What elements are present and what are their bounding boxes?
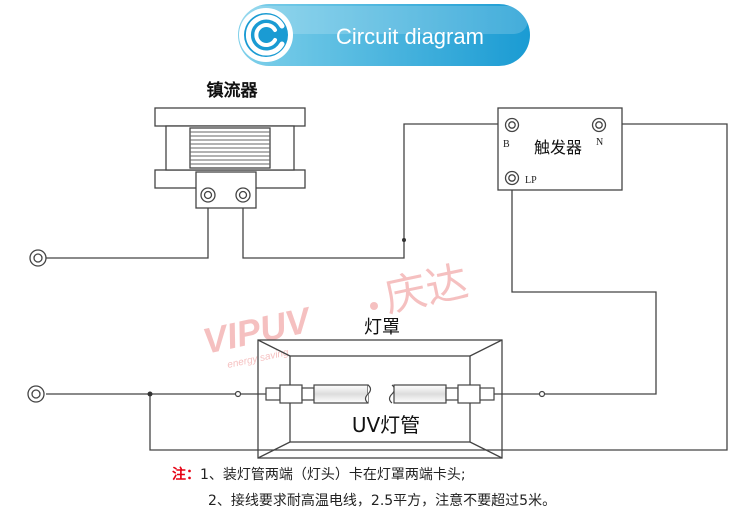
header-title: Circuit diagram	[336, 24, 484, 49]
housing-outer	[257, 339, 503, 459]
wire-ballast-to-trigger-b	[242, 123, 498, 259]
ballast-label: 镇流器	[207, 80, 259, 101]
uv-lamp	[234, 384, 546, 404]
lamp-cap-right	[457, 384, 481, 404]
trigger	[497, 107, 623, 191]
note-line-2: 2、接线要求耐高温电线，2.5平方，注意不要超过5米。	[172, 488, 732, 514]
trigger-terminal-n: N	[596, 137, 603, 148]
wiring	[46, 123, 728, 451]
trigger-terminal-b: B	[503, 139, 510, 150]
lamp-cap-left	[279, 384, 303, 404]
note-line-1: 注：1、装灯管两端（灯头）卡在灯罩两端卡头;	[172, 462, 732, 488]
watermark: VIPUV energy saving 庆达	[199, 256, 472, 371]
wire-trigger-lp-to-lamp	[511, 180, 657, 395]
wire-trigger-n-loop	[149, 123, 728, 451]
trigger-label: 触发器	[534, 138, 582, 157]
installation-notes: 注：1、装灯管两端（灯头）卡在灯罩两端卡头; 2、接线要求耐高温电线，2.5平方…	[172, 462, 732, 514]
input-terminal-bottom	[27, 385, 45, 403]
junction-dot	[147, 391, 153, 397]
header-banner: Circuit diagram	[238, 4, 530, 66]
note-text-2: 2、接线要求耐高温电线，2.5平方，注意不要超过5米。	[208, 493, 557, 509]
input-terminal-top	[29, 249, 47, 267]
wire-input-top	[46, 198, 209, 259]
ballast	[154, 107, 306, 209]
lamp-tube-left	[313, 384, 369, 404]
header-pill	[238, 4, 530, 66]
ballast-top-plate	[154, 107, 306, 127]
note-label: 注：	[172, 467, 200, 483]
lamp-housing-label: 灯罩	[364, 317, 400, 338]
uv-lamp-label: UV灯管	[352, 413, 420, 437]
note-text-1: 1、装灯管两端（灯头）卡在灯罩两端卡头;	[200, 467, 466, 483]
trigger-terminal-lp: LP	[525, 175, 537, 186]
lamp-tube-right	[393, 384, 447, 404]
copyright-c-icon	[239, 8, 293, 62]
watermark-cn: 庆达	[380, 256, 472, 321]
junction-dot	[402, 238, 406, 242]
